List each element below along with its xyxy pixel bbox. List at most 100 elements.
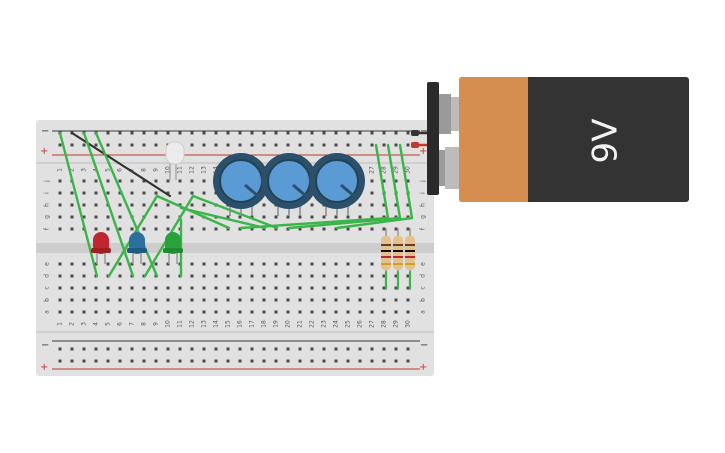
breadboard-hole[interactable] — [118, 286, 122, 290]
breadboard-hole[interactable] — [274, 310, 278, 314]
breadboard-hole[interactable] — [298, 298, 302, 302]
breadboard-hole[interactable] — [262, 359, 266, 363]
breadboard-hole[interactable] — [202, 143, 206, 147]
breadboard-hole[interactable] — [370, 262, 374, 266]
breadboard-hole[interactable] — [334, 227, 338, 231]
breadboard-hole[interactable] — [82, 347, 86, 351]
breadboard-hole[interactable] — [262, 227, 266, 231]
breadboard-hole[interactable] — [130, 191, 134, 195]
breadboard-hole[interactable] — [58, 179, 62, 183]
breadboard-hole[interactable] — [214, 359, 218, 363]
breadboard-hole[interactable] — [394, 179, 398, 183]
breadboard-hole[interactable] — [310, 203, 314, 207]
breadboard-hole[interactable] — [358, 131, 362, 135]
breadboard-hole[interactable] — [106, 215, 110, 219]
breadboard-hole[interactable] — [226, 227, 230, 231]
breadboard-hole[interactable] — [334, 359, 338, 363]
breadboard-hole[interactable] — [94, 143, 98, 147]
breadboard-hole[interactable] — [214, 131, 218, 135]
breadboard-hole[interactable] — [202, 191, 206, 195]
breadboard-hole[interactable] — [94, 298, 98, 302]
resistor-1[interactable] — [381, 228, 391, 290]
breadboard-hole[interactable] — [202, 347, 206, 351]
green-wire[interactable] — [94, 131, 159, 278]
breadboard-hole[interactable] — [58, 227, 62, 231]
breadboard-hole[interactable] — [394, 143, 398, 147]
breadboard-hole[interactable] — [274, 286, 278, 290]
breadboard-hole[interactable] — [370, 286, 374, 290]
breadboard-hole[interactable] — [130, 310, 134, 314]
breadboard-hole[interactable] — [394, 227, 398, 231]
breadboard-hole[interactable] — [406, 215, 410, 219]
breadboard-hole[interactable] — [358, 347, 362, 351]
breadboard-hole[interactable] — [334, 143, 338, 147]
breadboard-hole[interactable] — [142, 359, 146, 363]
breadboard-hole[interactable] — [358, 227, 362, 231]
breadboard-hole[interactable] — [238, 298, 242, 302]
breadboard-hole[interactable] — [202, 286, 206, 290]
breadboard-hole[interactable] — [334, 286, 338, 290]
breadboard-hole[interactable] — [190, 227, 194, 231]
breadboard-hole[interactable] — [250, 262, 254, 266]
breadboard-hole[interactable] — [118, 215, 122, 219]
breadboard-hole[interactable] — [106, 359, 110, 363]
breadboard-hole[interactable] — [190, 274, 194, 278]
breadboard-hole[interactable] — [154, 310, 158, 314]
green-wire-group[interactable] — [58, 131, 414, 278]
green-wire[interactable] — [191, 194, 279, 230]
breadboard-hole[interactable] — [298, 274, 302, 278]
breadboard-hole[interactable] — [142, 298, 146, 302]
breadboard-hole[interactable] — [346, 143, 350, 147]
breadboard-hole[interactable] — [106, 191, 110, 195]
breadboard-hole[interactable] — [58, 262, 62, 266]
breadboard-hole[interactable] — [142, 143, 146, 147]
breadboard-hole[interactable] — [406, 286, 410, 290]
breadboard-hole[interactable] — [322, 286, 326, 290]
breadboard-hole[interactable] — [142, 227, 146, 231]
breadboard-hole[interactable] — [394, 359, 398, 363]
breadboard-hole[interactable] — [166, 310, 170, 314]
breadboard-hole[interactable] — [250, 143, 254, 147]
breadboard-hole[interactable] — [370, 310, 374, 314]
breadboard-hole[interactable] — [346, 131, 350, 135]
breadboard-hole[interactable] — [274, 359, 278, 363]
breadboard-hole[interactable] — [238, 310, 242, 314]
breadboard-hole[interactable] — [70, 262, 74, 266]
breadboard-hole[interactable] — [94, 310, 98, 314]
breadboard-hole[interactable] — [190, 310, 194, 314]
breadboard-hole[interactable] — [310, 347, 314, 351]
breadboard-hole[interactable] — [382, 298, 386, 302]
breadboard-hole[interactable] — [298, 359, 302, 363]
breadboard-hole[interactable] — [166, 298, 170, 302]
breadboard-hole[interactable] — [334, 298, 338, 302]
breadboard-hole[interactable] — [250, 359, 254, 363]
breadboard-hole[interactable] — [310, 131, 314, 135]
green-wire[interactable] — [58, 131, 99, 278]
breadboard-hole[interactable] — [106, 179, 110, 183]
breadboard-hole[interactable] — [382, 143, 386, 147]
breadboard-hole[interactable] — [70, 347, 74, 351]
breadboard-hole[interactable] — [394, 310, 398, 314]
breadboard-hole[interactable] — [178, 286, 182, 290]
breadboard-hole[interactable] — [202, 310, 206, 314]
breadboard-hole[interactable] — [70, 227, 74, 231]
breadboard-hole[interactable] — [58, 203, 62, 207]
breadboard-hole[interactable] — [310, 262, 314, 266]
wires[interactable] — [58, 131, 414, 278]
breadboard-hole[interactable] — [178, 310, 182, 314]
breadboard-hole[interactable] — [118, 298, 122, 302]
breadboard-hole[interactable] — [82, 359, 86, 363]
breadboard-hole[interactable] — [142, 179, 146, 183]
breadboard-hole[interactable] — [322, 227, 326, 231]
breadboard-hole[interactable] — [166, 191, 170, 195]
breadboard-hole[interactable] — [298, 262, 302, 266]
breadboard-hole[interactable] — [370, 143, 374, 147]
breadboard-hole[interactable] — [70, 274, 74, 278]
breadboard-hole[interactable] — [250, 310, 254, 314]
breadboard-hole[interactable] — [286, 286, 290, 290]
breadboard-hole[interactable] — [178, 191, 182, 195]
breadboard-hole[interactable] — [262, 347, 266, 351]
breadboard-hole[interactable] — [178, 347, 182, 351]
breadboard-hole[interactable] — [214, 227, 218, 231]
